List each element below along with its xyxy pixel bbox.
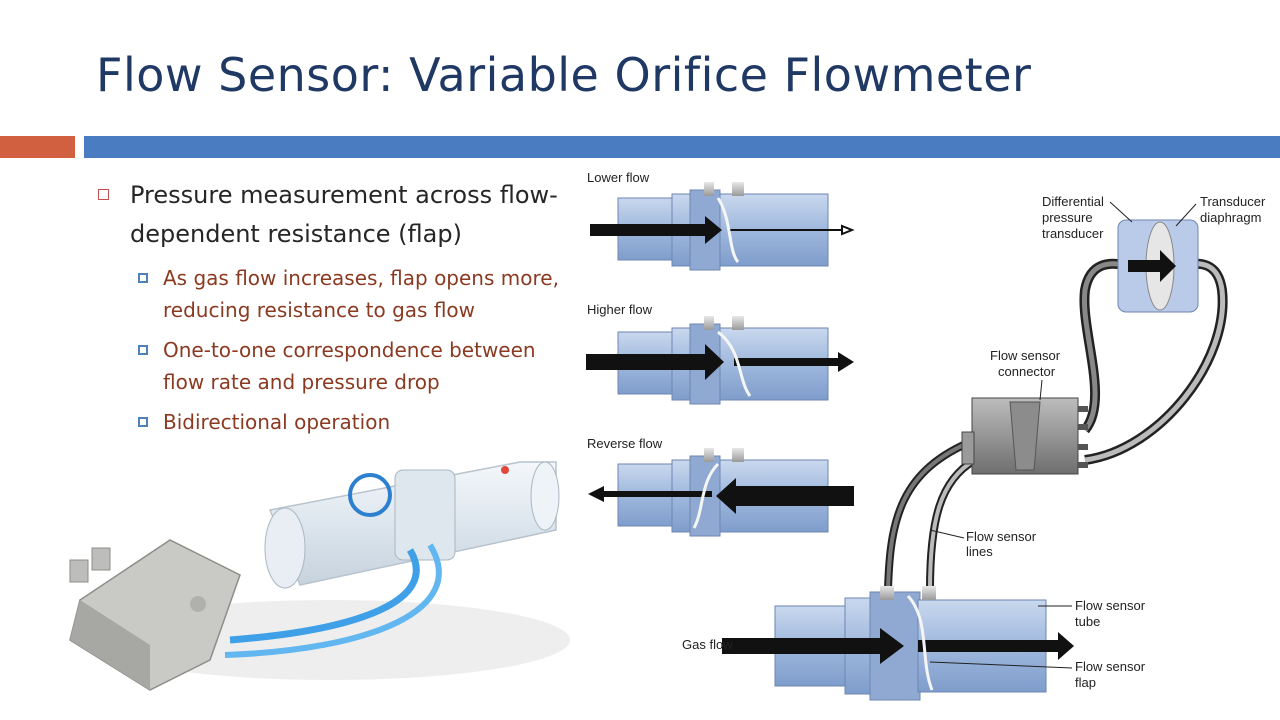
panel-higher-flow: Higher flow (586, 302, 854, 405)
bullet-main-text: Pressure measurement across flow-depende… (130, 181, 558, 248)
panel-reverse-flow: Reverse flow (587, 436, 854, 537)
label-tube: Flow sensor (1075, 598, 1146, 613)
square-bullet-icon (138, 345, 148, 355)
sub-bullet-text: One-to-one correspondence between flow r… (163, 338, 536, 394)
label-lines: lines (966, 544, 993, 559)
square-bullet-icon (98, 189, 109, 200)
sub-bullet: One-to-one correspondence between flow r… (96, 334, 566, 398)
sub-bullet: As gas flow increases, flap opens more, … (96, 262, 566, 326)
panel-label: Reverse flow (587, 436, 663, 451)
label-differential: Differential (1042, 194, 1104, 209)
panel-lower-flow: Lower flow (587, 170, 855, 271)
label-diaphragm: diaphragm (1200, 210, 1261, 225)
label-diaphragm: Transducer (1200, 194, 1266, 209)
panel-label: Higher flow (587, 302, 653, 317)
slide-title: Flow Sensor: Variable Orifice Flowmeter (96, 48, 1032, 102)
square-bullet-icon (138, 273, 148, 283)
label-connector: Flow sensor (990, 348, 1061, 363)
label-connector: connector (998, 364, 1056, 379)
label-flap: flap (1075, 675, 1096, 690)
label-lines: Flow sensor (966, 529, 1037, 544)
label-differential: transducer (1042, 226, 1104, 241)
bullet-list: Pressure measurement across flow-depende… (96, 176, 566, 438)
sub-bullet-text: As gas flow increases, flap opens more, … (163, 266, 559, 322)
sensor-system-diagram (722, 201, 1228, 701)
label-flap: Flow sensor (1075, 659, 1146, 674)
bullet-main: Pressure measurement across flow-depende… (96, 176, 566, 254)
label-differential: pressure (1042, 210, 1093, 225)
square-bullet-icon (138, 417, 148, 427)
accent-bar-blue (84, 136, 1280, 158)
label-gas-flow: Gas flow (682, 637, 733, 652)
flow-sensor-photo (69, 461, 570, 691)
sub-bullet-text: Bidirectional operation (163, 410, 391, 434)
panel-label: Lower flow (587, 170, 650, 185)
sub-bullet: Bidirectional operation (96, 406, 566, 438)
accent-bar-orange (0, 136, 75, 158)
label-tube: tube (1075, 614, 1100, 629)
